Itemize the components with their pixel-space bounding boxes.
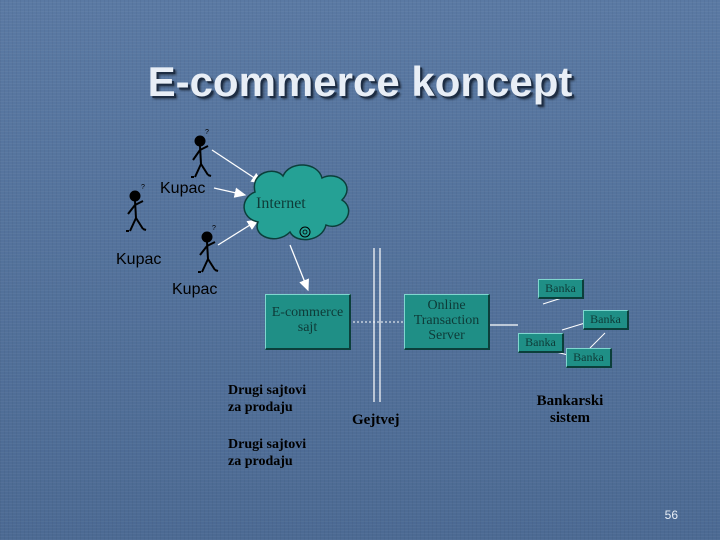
svg-text:?: ? — [141, 184, 145, 191]
bank-box-4: Banka — [566, 348, 612, 368]
svg-text:?: ? — [212, 225, 216, 232]
ecommerce-site-line1: E-commerce — [271, 305, 344, 320]
ecommerce-site-line2: sajt — [297, 320, 318, 335]
banking-system-line2: sistem — [550, 410, 590, 426]
customer-label-left: Kupac — [116, 251, 162, 268]
other-sites-1-line1: Drugi sajtovi — [228, 383, 307, 398]
ots-line1: Online — [427, 298, 466, 313]
customer-figure-top-icon: ? — [191, 129, 212, 178]
gateway-label: Gejtvej — [352, 412, 400, 428]
ots-line3: Server — [428, 328, 465, 343]
bank-box-1: Banka — [538, 279, 584, 299]
internet-cloud-icon — [243, 164, 350, 241]
arrow-internet-to-site — [289, 244, 309, 292]
bank-box-2: Banka — [583, 310, 629, 330]
page-number: 56 — [664, 508, 678, 522]
ots-line2: Transaction — [413, 313, 480, 328]
other-sites-2-line2: za prodaju — [228, 454, 293, 469]
svg-text:?: ? — [205, 129, 209, 136]
customer-figure-left-icon: ? — [126, 184, 147, 232]
banking-system-label: Bankarski sistem — [520, 393, 620, 427]
slide-title: E-commerce koncept — [147, 58, 573, 105]
arrow-customer-left — [213, 187, 247, 198]
other-sites-1-line2: za prodaju — [228, 400, 293, 415]
customer-label-bottom: Kupac — [172, 281, 218, 298]
banking-system-line1: Bankarski — [536, 393, 604, 409]
internet-label: Internet — [256, 195, 306, 212]
arrow-customer-top — [211, 149, 264, 184]
customer-figure-bottom-icon: ? — [198, 225, 219, 273]
other-sites-2-line1: Drugi sajtovi — [228, 437, 307, 452]
bank-link-4 — [589, 332, 606, 349]
other-sites-2: Drugi sajtovi za prodaju — [228, 436, 306, 470]
ecommerce-site-box: E-commerce sajt — [265, 294, 351, 350]
arrow-customer-bottom — [217, 219, 260, 246]
other-sites-1: Drugi sajtovi za prodaju — [228, 382, 306, 416]
ots-box: Online Transaction Server — [404, 294, 490, 350]
bank-box-3: Banka — [518, 333, 564, 353]
bank-link-2 — [561, 322, 586, 331]
customer-label-top: Kupac — [160, 180, 206, 197]
